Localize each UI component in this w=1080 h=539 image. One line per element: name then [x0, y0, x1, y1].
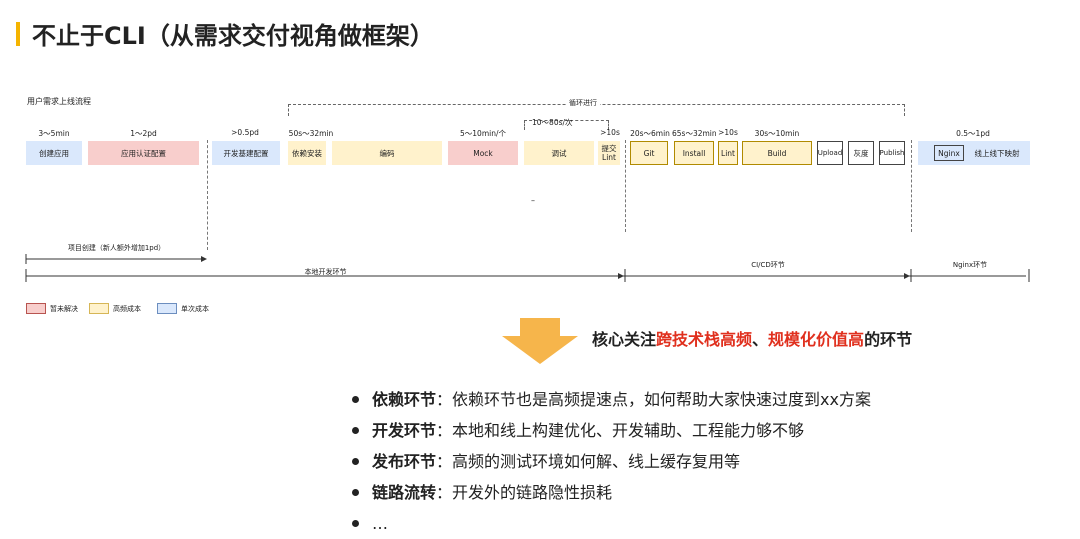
bullet-icon	[352, 489, 359, 496]
list-item: 开发环节：本地和线上构建优化、开发辅助、工程能力够不够	[352, 415, 871, 446]
step-online-offline-mapping: 线上线下映射	[974, 148, 1020, 158]
step-duration: 5～10min/个	[460, 129, 506, 138]
legend-swatch-high-cost	[89, 303, 109, 314]
legend-swatch-unsolved	[26, 303, 46, 314]
separator-dashed	[911, 140, 912, 232]
bullet-icon	[352, 427, 359, 434]
separator-dashed	[207, 140, 208, 250]
title-accent-bar	[16, 22, 20, 46]
step-duration: 20s～6min	[630, 129, 670, 138]
bullet-icon	[352, 396, 359, 403]
callout-text: 核心关注跨技术栈高频、规模化价值高的环节	[592, 326, 912, 350]
legend-label: 暂未解决	[50, 305, 78, 313]
callout-highlight: 跨技术栈高频	[656, 330, 753, 349]
callout-suffix: 的环节	[864, 330, 913, 349]
step-duration: 30s～10min	[754, 129, 800, 138]
dash-mark: –	[531, 196, 535, 205]
page-title: 不止于CLI（从需求交付视角做框架）	[32, 22, 434, 50]
step-dev-infra-config: 开发基建配置	[212, 141, 280, 165]
step-debug: 调试	[524, 141, 594, 165]
step-duration: >0.5pd	[231, 128, 259, 137]
step-install: Install	[674, 141, 714, 165]
timeline-lines	[25, 254, 1030, 282]
step-nginx: Nginx	[934, 145, 964, 161]
point-head: 依赖环节	[372, 390, 437, 409]
point-head: 发布环节	[372, 452, 437, 471]
legend-label: 高频成本	[113, 305, 141, 313]
point-sep: ：	[436, 483, 453, 502]
point-text: 本地和线上构建优化、开发辅助、工程能力够不够	[452, 421, 805, 440]
step-lint: Lint	[718, 141, 738, 165]
step-duration: 65s～32min	[672, 129, 717, 138]
bullet-icon	[352, 520, 359, 527]
step-mock: Mock	[448, 141, 518, 165]
step-duration: >10s	[718, 128, 738, 137]
step-create-app: 创建应用	[26, 141, 82, 165]
list-item: 链路流转：开发外的链路隐性损耗	[352, 477, 871, 508]
step-git: Git	[630, 141, 668, 165]
step-duration: 50s～32min	[288, 129, 334, 138]
timeline-arrowhead	[618, 273, 624, 279]
step-publish: Publish	[879, 141, 905, 165]
step-dependency-install: 依赖安装	[288, 141, 326, 165]
segment-label-nginx: Nginx环节	[952, 261, 988, 269]
step-gray-release: 灰度	[848, 141, 874, 165]
point-text: …	[372, 514, 388, 533]
loop-label: 循环进行	[566, 98, 600, 108]
step-duration: 0.5～1pd	[956, 129, 990, 138]
callout-sep: 、	[752, 330, 769, 349]
down-arrow-icon	[502, 318, 578, 364]
segment-label-cicd: CI/CD环节	[751, 261, 785, 269]
segment-label-project-create: 项目创建（新人额外增加1pd）	[67, 244, 166, 252]
separator-dashed	[625, 140, 626, 232]
key-points-list: 依赖环节：依赖环节也是高频提速点，如何帮助大家快速过度到xx方案 开发环节：本地…	[352, 384, 871, 539]
callout-prefix: 核心关注	[592, 330, 657, 349]
list-item: 发布环节：高频的测试环境如何解、线上缓存复用等	[352, 446, 871, 477]
legend-label: 单次成本	[181, 305, 209, 313]
list-item: …	[352, 508, 871, 539]
point-sep: ：	[436, 452, 453, 471]
step-build: Build	[742, 141, 812, 165]
list-item: 依赖环节：依赖环节也是高频提速点，如何帮助大家快速过度到xx方案	[352, 384, 871, 415]
step-duration: 3～5min	[38, 129, 70, 138]
point-sep: ：	[436, 421, 453, 440]
inner-loop-bracket	[524, 120, 609, 130]
point-text: 高频的测试环境如何解、线上缓存复用等	[452, 452, 741, 471]
step-duration: 1～2pd	[130, 129, 157, 138]
point-head: 开发环节	[372, 421, 437, 440]
step-commit-lint: 提交 Lint	[598, 141, 620, 165]
bullet-icon	[352, 458, 359, 465]
point-head: 链路流转	[372, 483, 437, 502]
inner-loop-label: 10～80s/次	[532, 118, 573, 127]
step-upload: Upload	[817, 141, 843, 165]
step-coding: 编码	[332, 141, 442, 165]
flow-label: 用户需求上线流程	[27, 97, 91, 106]
point-sep: ：	[436, 390, 453, 409]
legend-swatch-single-cost	[157, 303, 177, 314]
point-text: 依赖环节也是高频提速点，如何帮助大家快速过度到xx方案	[452, 390, 871, 409]
step-duration: >10s	[600, 128, 620, 137]
step-app-auth-config: 应用认证配置	[88, 141, 199, 165]
timeline-arrowhead	[201, 256, 207, 262]
timeline-arrowhead	[904, 273, 910, 279]
callout-highlight: 规模化价值高	[768, 330, 865, 349]
point-text: 开发外的链路隐性损耗	[452, 483, 613, 502]
segment-label-local-dev: 本地开发环节	[304, 268, 347, 276]
